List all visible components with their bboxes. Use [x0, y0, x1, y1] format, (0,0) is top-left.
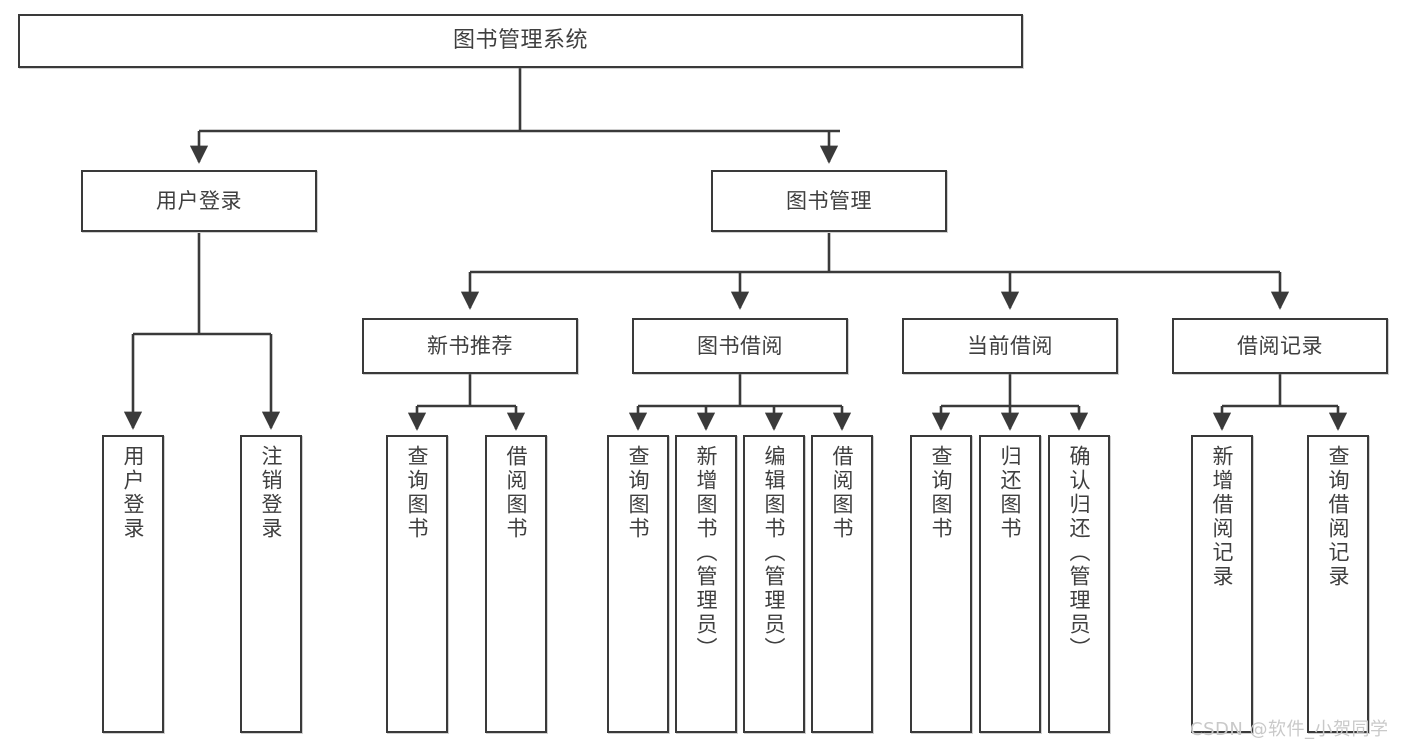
leaf-user-login-login[interactable]: 用户登录	[102, 435, 164, 733]
node-label: 编辑图书（管理员）	[762, 445, 787, 661]
csdn-watermark: CSDN @软件_小贺同学	[1190, 719, 1389, 740]
leaf-book-borrow-query-book[interactable]: 查询图书	[607, 435, 669, 733]
node-new-book-recommend[interactable]: 新书推荐	[362, 318, 578, 374]
node-label: 查询图书	[626, 445, 651, 541]
leaf-current-borrow-query-book[interactable]: 查询图书	[910, 435, 972, 733]
leaf-current-borrow-return-book[interactable]: 归还图书	[979, 435, 1041, 733]
node-label: 借阅图书	[504, 445, 529, 541]
node-label: 新书推荐	[427, 333, 513, 358]
node-label: 借阅图书	[830, 445, 855, 541]
node-label: 查询图书	[929, 445, 954, 541]
node-label: 当前借阅	[967, 333, 1053, 358]
node-label: 图书借阅	[697, 333, 783, 358]
node-label: 查询图书	[405, 445, 430, 541]
leaf-new-book-query-book[interactable]: 查询图书	[386, 435, 448, 733]
node-root-book-management-system[interactable]: 图书管理系统	[18, 14, 1023, 68]
leaf-borrow-record-query-record[interactable]: 查询借阅记录	[1307, 435, 1369, 733]
node-label: 查询借阅记录	[1326, 445, 1351, 589]
node-label: 用户登录	[121, 445, 146, 541]
node-book-management[interactable]: 图书管理	[711, 170, 947, 232]
node-label: 新增借阅记录	[1210, 445, 1235, 589]
leaf-new-book-borrow-book[interactable]: 借阅图书	[485, 435, 547, 733]
node-label: 注销登录	[259, 445, 284, 541]
node-user-login[interactable]: 用户登录	[81, 170, 317, 232]
node-borrow-record[interactable]: 借阅记录	[1172, 318, 1388, 374]
leaf-borrow-record-add-record[interactable]: 新增借阅记录	[1191, 435, 1253, 733]
leaf-book-borrow-borrow-book[interactable]: 借阅图书	[811, 435, 873, 733]
node-label: 确认归还（管理员）	[1067, 445, 1092, 661]
node-label: 新增图书（管理员）	[694, 445, 719, 661]
node-label: 借阅记录	[1237, 333, 1323, 358]
leaf-user-login-logout[interactable]: 注销登录	[240, 435, 302, 733]
leaf-current-borrow-confirm-return-admin[interactable]: 确认归还（管理员）	[1048, 435, 1110, 733]
node-book-borrow[interactable]: 图书借阅	[632, 318, 848, 374]
node-label: 图书管理系统	[452, 28, 588, 54]
leaf-book-borrow-edit-book-admin[interactable]: 编辑图书（管理员）	[743, 435, 805, 733]
node-label: 用户登录	[156, 188, 242, 213]
node-current-borrow[interactable]: 当前借阅	[902, 318, 1118, 374]
node-label: 图书管理	[786, 188, 872, 213]
leaf-book-borrow-add-book-admin[interactable]: 新增图书（管理员）	[675, 435, 737, 733]
node-label: 归还图书	[998, 445, 1023, 541]
